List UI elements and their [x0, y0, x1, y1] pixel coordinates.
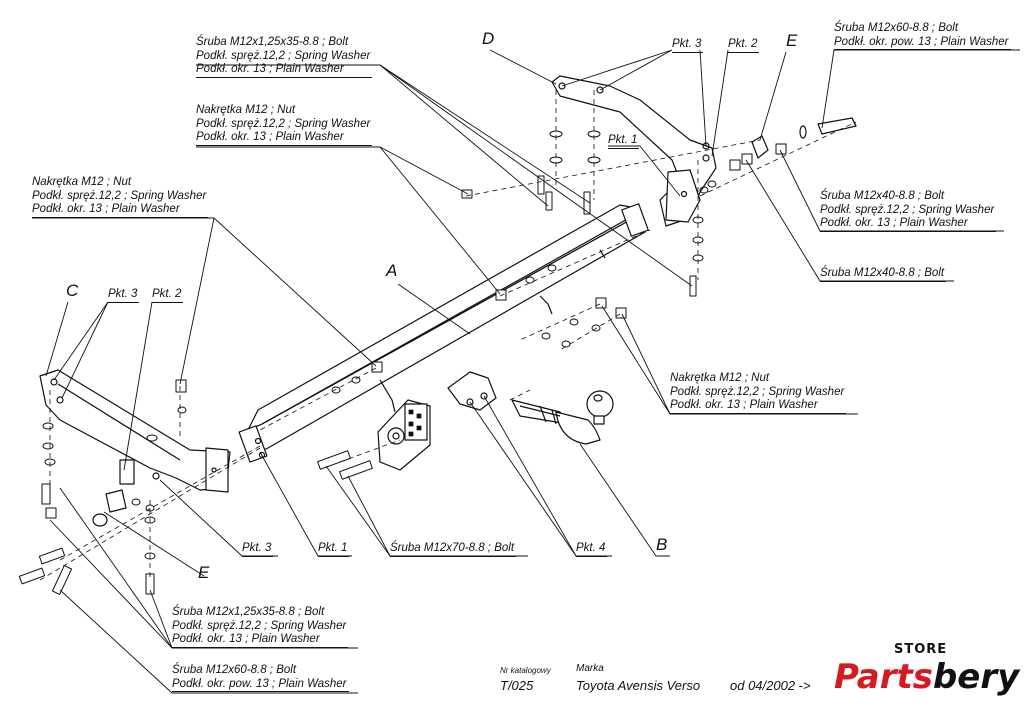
leader-lines — [32, 49, 1020, 694]
label-bolt-m12x70: Śruba M12x70-8.8 ; Bolt — [390, 542, 517, 557]
brand-value: Toyota Avensis Verso — [576, 678, 701, 693]
crossbar-a — [238, 203, 649, 463]
label-bolt-m12x60-top: Śruba M12x60-8.8 ; Bolt Podkł. okr. pow.… — [834, 22, 1011, 50]
ball-bracket — [447, 371, 497, 411]
label-pkt2-left: Pkt. 2 — [152, 288, 184, 303]
assembly-axes — [39, 90, 857, 581]
label-pkt3-top: Pkt. 3 — [672, 38, 704, 53]
label-bolt-m12x125x35-bottom: Śruba M12x1,25x35-8.8 ; Bolt Podkł. sprę… — [172, 606, 349, 648]
label-pkt3-left: Pkt. 3 — [108, 288, 140, 303]
label-nut-right: Nakrętka M12 ; Nut Podkł. spręż.12,2 ; S… — [670, 372, 847, 414]
spacer-e-bottom — [92, 489, 127, 527]
part-letter-c: C — [66, 281, 79, 300]
label-nut-top: Nakrętka M12 ; Nut Podkł. spręż.12,2 ; S… — [196, 104, 373, 146]
part-letter-b: B — [656, 535, 668, 554]
date-range: od 04/2002 -> — [730, 678, 811, 693]
part-letter-a: A — [386, 261, 398, 280]
catalog-number-value: T/025 — [500, 678, 534, 693]
spacer-e-top — [751, 117, 857, 159]
part-letter-d: D — [482, 29, 495, 48]
label-pkt1-bottom: Pkt. 1 — [318, 542, 350, 557]
label-pkt4: Pkt. 4 — [576, 542, 608, 557]
socket-plate — [377, 399, 431, 471]
catalog-number-label: Nr katalogowy — [500, 666, 551, 675]
logo-wordmark: Partsbery — [834, 657, 1020, 697]
partsbery-logo: STORE Partsbery — [834, 642, 1019, 702]
label-pkt3-bottom: Pkt. 3 — [242, 542, 274, 557]
label-bolt-m12x40-a: Śruba M12x40-8.8 ; Bolt Podkł. spręż.12,… — [820, 190, 997, 232]
label-pkt2-top: Pkt. 2 — [728, 38, 760, 53]
label-pkt1-top: Pkt. 1 — [608, 134, 640, 149]
label-bolt-m12x60-bottom: Śruba M12x60-8.8 ; Bolt Podkł. okr. pow.… — [172, 664, 349, 692]
brand-label: Marka — [576, 663, 604, 674]
tow-ball-b — [511, 390, 614, 445]
part-letter-e-top: E — [786, 31, 798, 50]
bracket-d — [551, 75, 717, 227]
bracket-c — [39, 369, 231, 493]
logo-store-text: STORE — [894, 642, 948, 657]
label-bolt-m12x125x35-top: Śruba M12x1,25x35-8.8 ; Bolt Podkł. sprę… — [196, 36, 373, 78]
label-nut-left: Nakrętka M12 ; Nut Podkł. spręż.12,2 ; S… — [32, 176, 209, 218]
label-bolt-m12x40-b: Śruba M12x40-8.8 ; Bolt — [820, 267, 947, 282]
part-letter-e-bottom: E — [198, 563, 210, 582]
